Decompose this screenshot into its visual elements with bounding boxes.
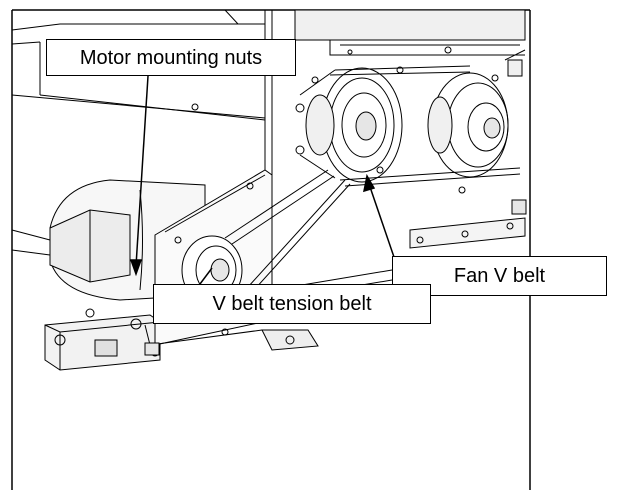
- right-pulley: [427, 49, 526, 178]
- motor-base: [44, 308, 161, 371]
- callout-v-belt-tension-belt: V belt tension belt: [153, 284, 431, 324]
- fan-pulley: [295, 67, 403, 183]
- lower-right-frame: [261, 166, 527, 351]
- callout-motor-mounting-nuts: Motor mounting nuts: [46, 39, 296, 76]
- callout-fan-v-belt: Fan V belt: [392, 256, 607, 296]
- leader-arrows: [129, 75, 396, 285]
- arrow-fan-belt: [368, 183, 396, 261]
- arrowhead-fan-belt: [363, 173, 376, 193]
- lower-base: [144, 324, 263, 356]
- arrow-motor-nuts: [135, 75, 149, 267]
- arrow-tension-belt: [199, 267, 213, 285]
- arrowhead-motor-nuts: [129, 259, 143, 277]
- v-belts: [224, 65, 521, 301]
- top-housing: [11, 9, 526, 300]
